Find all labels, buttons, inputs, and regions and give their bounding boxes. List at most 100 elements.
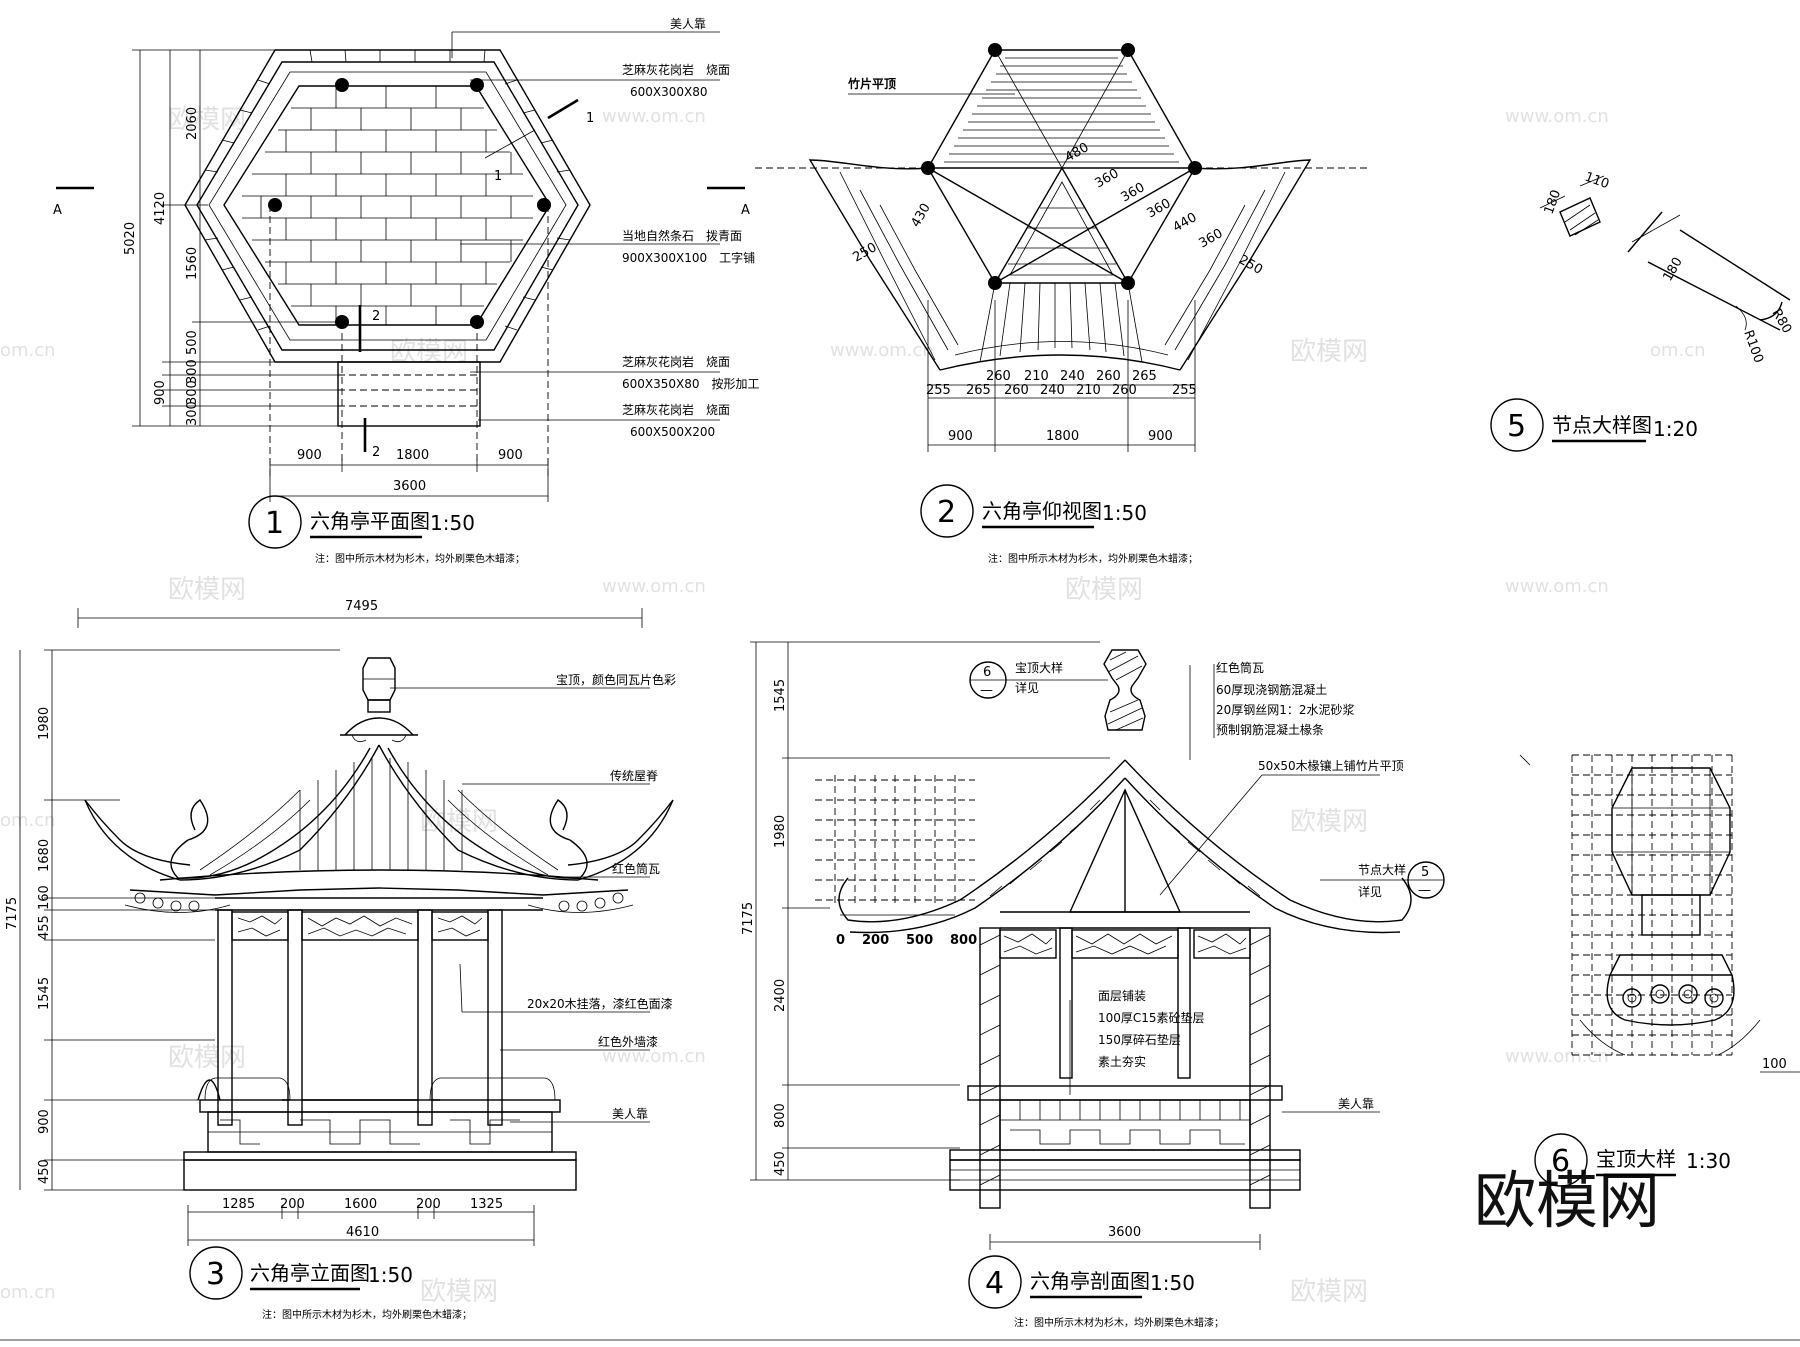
view-scale: 1:50	[368, 1263, 413, 1287]
view-scale: 1:50	[1102, 501, 1147, 525]
view-number: 1	[265, 506, 284, 541]
dim-2060: 2060	[185, 107, 200, 140]
label-granite: 芝麻灰花岗岩 烧面	[622, 402, 730, 417]
section-mark-a-right: A	[741, 203, 750, 218]
label-floor: 素土夯实	[1098, 1054, 1146, 1069]
dim-5020: 5020	[123, 222, 138, 255]
label-tile: 红色筒瓦	[612, 861, 660, 876]
view-4-section: 6 — 宝顶大样 详见	[741, 641, 1445, 1329]
detail-ref-see: 详见	[1015, 680, 1039, 695]
dim-1800: 1800	[396, 448, 429, 463]
plan-entry-step	[337, 361, 481, 427]
dim-300: 300	[185, 359, 200, 384]
section-finial	[1103, 649, 1147, 731]
label-bench: 美人靠	[612, 1107, 648, 1121]
view-title: 节点大样图	[1552, 413, 1652, 437]
column-dot	[988, 276, 1002, 290]
dim-rafter: 360	[1093, 166, 1122, 191]
watermark-brand: 欧模网	[168, 575, 246, 605]
view-note: 注：图中所示木材为杉木，均外刷栗色木蜡漆；	[1014, 1316, 1224, 1329]
dim-100: 100	[1762, 1057, 1787, 1072]
label-roof: 20厚钢丝网1：2水泥砂浆	[1216, 702, 1355, 717]
watermark-url: om.cn	[0, 810, 56, 831]
dim-row2: 210	[1076, 383, 1101, 398]
dim-2400: 2400	[773, 979, 788, 1012]
view-number: 4	[985, 1266, 1004, 1301]
lattice-panel	[231, 911, 289, 941]
dim-900: 900	[297, 448, 322, 463]
dim-row2: 260	[1112, 383, 1137, 398]
view-3-elevation: 7495	[5, 599, 676, 1321]
cut-label: 2	[372, 309, 380, 324]
column-dot	[268, 198, 282, 212]
watermark-url: www.om.cn	[602, 1046, 706, 1067]
dim-1545: 1545	[37, 977, 52, 1010]
dim-1285: 1285	[222, 1197, 255, 1212]
dim-node: 110	[1583, 170, 1611, 193]
watermark-brand: 欧模网	[1290, 1277, 1368, 1307]
dim-450: 450	[773, 1151, 788, 1176]
view-5-node-detail: 180 110 180 R80 R100 5 节点大样图 1:20	[1490, 170, 1794, 452]
dim-300: 300	[185, 401, 200, 426]
elevation-base	[183, 1159, 577, 1191]
view-number-circle	[1534, 1133, 1588, 1187]
watermark-layer: 欧模网 www.om.cn www.om.cn om.cn 欧模网 www.om…	[0, 105, 1706, 1307]
dim-1325: 1325	[470, 1197, 503, 1212]
label-finial: 宝顶，颜色同瓦片色彩	[556, 672, 676, 687]
watermark-brand: 欧模网	[1290, 807, 1368, 837]
watermark-brand: 欧模网	[1290, 337, 1368, 367]
label-granite: 芝麻灰花岗岩 烧面	[622, 62, 730, 77]
scale-bar-tick: 0	[836, 933, 845, 948]
lattice-panel	[301, 911, 419, 941]
detail-ref-den: —	[1418, 883, 1431, 898]
detail-ref-num: 5	[1421, 865, 1429, 880]
watermark-brand: 欧模网	[420, 1277, 498, 1307]
cut-label: 1	[586, 111, 594, 126]
label-ceiling: 50x50木椽镶上铺竹片平顶	[1258, 758, 1404, 773]
dim-row2: 265	[966, 383, 991, 398]
dim-200: 200	[280, 1197, 305, 1212]
dim-900: 900	[37, 1109, 52, 1134]
watermark-url: om.cn	[0, 1282, 56, 1303]
elevation-roof	[179, 744, 380, 881]
view-2-ceiling: 竹片平顶	[755, 43, 1370, 565]
view-title: 宝顶大样	[1596, 1147, 1676, 1171]
watermark-url: www.om.cn	[1505, 106, 1609, 127]
label-granite: 芝麻灰花岗岩 烧面	[622, 354, 730, 369]
detail-ref-num: 6	[983, 665, 991, 680]
label-stone: 当地自然条石 拨青面	[622, 228, 742, 243]
label-stone-size: 900X300X100 工字铺	[622, 250, 755, 265]
detail-ref-label: 节点大样	[1358, 862, 1406, 877]
section-roof	[838, 759, 1126, 923]
plan-stone-paving	[242, 86, 533, 325]
label-bench: 美人靠	[670, 17, 706, 31]
dim-4120: 4120	[153, 192, 168, 225]
view-number: 6	[1551, 1144, 1570, 1179]
view-title: 六角亭仰视图	[982, 499, 1102, 523]
dim-7175: 7175	[741, 902, 756, 935]
lattice-panel	[1193, 929, 1251, 959]
view-scale: 1:30	[1686, 1149, 1731, 1173]
label-granite-size: 600X350X80 按形加工	[622, 377, 760, 391]
elevation-columns	[217, 909, 503, 1126]
plan-hexagon-outer	[184, 49, 591, 363]
watermark-brand: 欧模网	[168, 1043, 246, 1073]
dim-1545: 1545	[773, 679, 788, 712]
cut-label: 2	[372, 445, 380, 460]
dim-7495: 7495	[345, 599, 378, 614]
lattice-panel	[1071, 929, 1179, 959]
ceiling-bamboo-panel	[926, 49, 1197, 169]
lattice-panel	[999, 929, 1057, 959]
dim-row2: 240	[1040, 383, 1065, 398]
dim-800: 800	[773, 1103, 788, 1128]
section-wall	[1249, 927, 1271, 1209]
column-dot	[1121, 43, 1135, 57]
scale-bar-tick: 500	[906, 933, 933, 948]
dim-row1: 265	[1132, 369, 1157, 384]
watermark-brand: 欧模网	[1065, 575, 1143, 605]
view-scale: 1:20	[1653, 417, 1698, 441]
column-dot	[335, 78, 349, 92]
column-dot	[537, 198, 551, 212]
label-lattice: 20x20木挂落，漆红色面漆	[527, 996, 673, 1011]
